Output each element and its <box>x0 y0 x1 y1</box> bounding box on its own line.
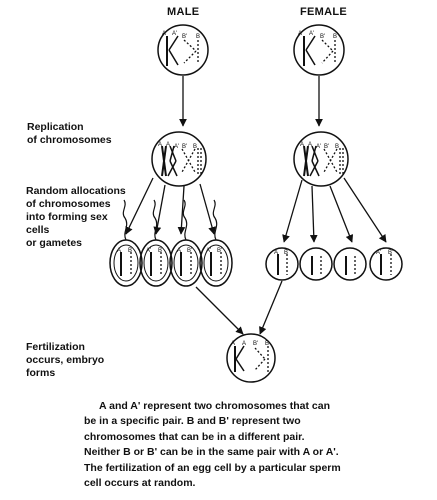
allocation-label: Random allocations of chromosomes into f… <box>26 185 126 250</box>
arrow-male-gamete-3 <box>177 185 186 235</box>
allocation-label-line: Random allocations <box>26 185 126 197</box>
male-letter-b: B <box>196 34 200 40</box>
female-replication-cell: A A A' B' B <box>293 131 349 187</box>
sperm1-letter-b: B <box>128 248 132 254</box>
zygote-letter-a-2: A <box>242 341 246 347</box>
sperm-2: A' B <box>139 199 173 287</box>
arrow-female-gamete-3 <box>329 185 354 243</box>
male-rep-letter-a-prime: A' <box>174 144 179 150</box>
zygote-letter-a: A <box>231 341 235 347</box>
caption-line: cell occurs at random. <box>84 477 196 490</box>
zygote-letter-b-prime: B' <box>253 341 258 347</box>
caption-line: The fertilization of an egg cell by a pa… <box>84 461 341 474</box>
sperm4-letter-b-prime: B' <box>217 248 222 254</box>
zygote-letter-b: B <box>265 341 269 347</box>
male-letter-b-prime: B' <box>182 34 187 40</box>
female-rep-letter-a: A <box>300 142 304 148</box>
male-rep-letter-a: A <box>158 142 162 148</box>
female-header: FEMALE <box>300 6 348 18</box>
female-letter-b-prime: B' <box>320 34 325 40</box>
arrow-male-gamete-2 <box>153 184 166 235</box>
egg-3 <box>333 247 367 281</box>
female-letter-a-prime: A' <box>309 31 314 37</box>
arrow-male-gamete-1 <box>125 177 154 235</box>
male-rep-letter-b-prime: B' <box>182 144 187 150</box>
male-letter-a: A <box>162 31 166 37</box>
caption-line: Neither B or B' can be in the same pair … <box>84 446 339 459</box>
egg1-letter-b: B <box>284 250 288 256</box>
egg4-letter-b-prime: B' <box>388 250 393 256</box>
zygote-cell: A A B' B <box>226 333 276 383</box>
sperm-1: A B <box>109 199 143 287</box>
egg1-letter-a: A <box>274 250 278 256</box>
caption-line: A and A' represent two chromosomes that … <box>99 400 331 412</box>
arrow-sperm-fertilization <box>195 286 244 335</box>
fertilization-label-line: occurs, embryo <box>26 354 105 366</box>
sperm3-letter-a: A <box>177 248 181 254</box>
female-parent-cell: A A' B' B <box>293 24 345 76</box>
sperm1-letter-a: A <box>117 248 121 254</box>
arrow-female-gamete-4 <box>343 177 387 243</box>
female-letter-a: A <box>298 31 302 37</box>
sperm3-letter-b-prime: B' <box>187 248 192 254</box>
sperm4-letter-a-prime: A' <box>206 248 211 254</box>
male-header: MALE <box>167 6 200 18</box>
female-rep-letter-b-prime: B' <box>324 144 329 150</box>
male-rep-letter-a-2: A <box>166 142 170 148</box>
arrow-female-gamete-1 <box>282 179 303 243</box>
male-parent-cell: A A' B' B <box>157 24 209 76</box>
male-replication-cell: A A A' B' B <box>151 131 207 187</box>
sperm-4: A' B' <box>199 199 233 287</box>
caption: A and A' represent two chromosomes that … <box>84 399 429 491</box>
egg-4: A' B' <box>369 247 403 281</box>
arrow-male-gamete-4 <box>199 183 216 235</box>
fertilization-label-line: forms <box>26 367 56 379</box>
arrow-female-gamete-2 <box>309 185 318 243</box>
arrow-egg-fertilization <box>259 280 283 335</box>
male-letter-a-prime: A' <box>172 31 177 37</box>
fertilization-label: Fertilization occurs, embryo forms <box>26 341 104 380</box>
replication-label: Replication of chromosomes <box>27 121 112 147</box>
allocation-label-line: of chromosomes <box>26 198 111 210</box>
sperm-3: A B' <box>169 199 203 287</box>
female-rep-letter-a-2: A <box>308 142 312 148</box>
female-letter-b: B <box>333 34 337 40</box>
female-rep-letter-a-prime: A' <box>316 144 321 150</box>
allocation-label-line: into forming sex <box>26 211 108 223</box>
egg-2 <box>299 247 333 281</box>
female-rep-letter-b: B <box>335 144 339 150</box>
caption-line: be in a specific pair. B and B' represen… <box>84 415 301 428</box>
sperm2-letter-b: B <box>158 248 162 254</box>
egg4-letter-a-prime: A' <box>376 250 381 256</box>
male-rep-letter-b: B <box>193 144 197 150</box>
fertilization-label-line: Fertilization <box>26 341 85 353</box>
sperm2-letter-a-prime: A' <box>146 248 151 254</box>
egg-1: A B <box>265 247 299 281</box>
replication-label-line: Replication <box>27 121 84 133</box>
caption-line: chromosomes that can be in a different p… <box>84 430 305 443</box>
allocation-label-line: cells <box>26 224 50 236</box>
replication-label-line: of chromosomes <box>27 134 112 146</box>
allocation-label-line: or gametes <box>26 237 83 249</box>
